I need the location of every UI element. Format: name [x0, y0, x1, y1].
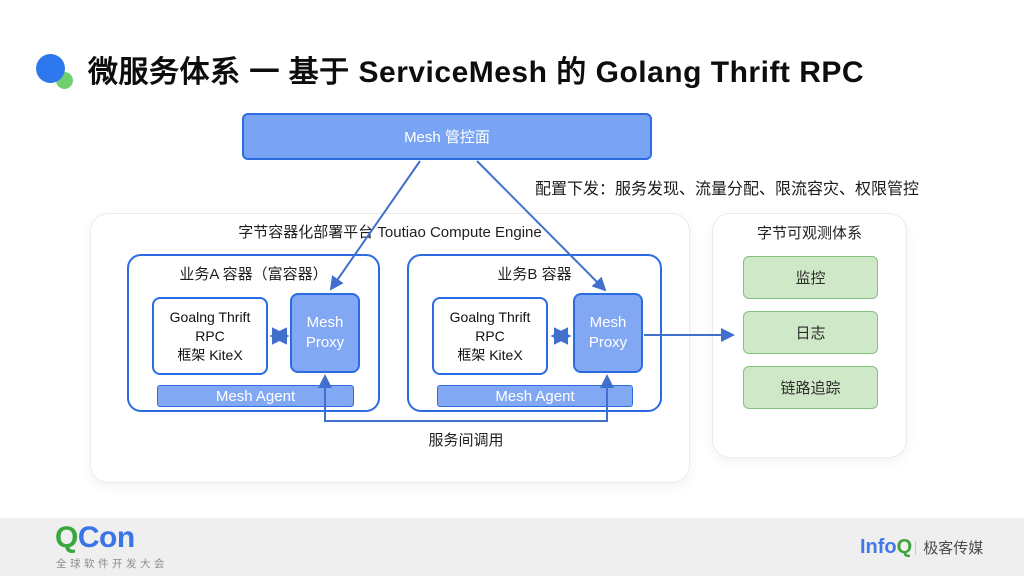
page-title: 微服务体系 一 基于 ServiceMesh 的 Golang Thrift R…: [88, 56, 865, 89]
observability-item-monitoring-label: 监控: [795, 270, 826, 287]
config-distribution-note: 配置下发：服务发现、流量分配、限流容灾、权限管控: [535, 181, 920, 198]
service-b-mesh-proxy-box: Mesh Proxy: [573, 293, 643, 373]
service-b-rpc-line-1: Goalng Thrift: [449, 308, 531, 325]
service-b-mesh-proxy-label: Mesh Proxy: [588, 314, 628, 351]
service-b-mesh-agent-bar: Mesh Agent: [437, 385, 633, 407]
service-a-mesh-agent-label: Mesh Agent: [215, 387, 296, 405]
title-bullet-blue-circle-icon: [36, 54, 65, 83]
footer-strip: [0, 518, 1024, 576]
observability-title: 字节可观测体系: [756, 225, 862, 242]
observability-item-tracing: 链路追踪: [743, 366, 878, 409]
service-a-rpc-line-1: Goalng Thrift: [169, 308, 251, 325]
service-a-rpc-line-3: 框架 KiteX: [177, 346, 243, 363]
service-a-title: 业务A 容器（富容器）: [179, 266, 328, 283]
qcon-logo-q: Q: [55, 521, 78, 554]
service-b-rpc-line-2: RPC: [475, 327, 505, 344]
compute-platform-title: 字节容器化部署平台 Toutiao Compute Engine: [238, 224, 542, 241]
observability-item-tracing-label: 链路追踪: [780, 380, 841, 397]
service-b-mesh-agent-label: Mesh Agent: [495, 387, 575, 405]
infoq-logo-info: Info: [860, 536, 897, 558]
infoq-media-label: 极客传媒: [923, 540, 984, 557]
observability-item-logging-label: 日志: [795, 325, 826, 342]
service-a-rpc-line-2: RPC: [195, 327, 225, 344]
mesh-control-plane-label: Mesh 管控面: [404, 129, 490, 146]
service-a-mesh-agent-bar: Mesh Agent: [157, 385, 354, 407]
qcon-subtitle: 全球软件开发大会: [56, 558, 168, 570]
service-b-rpc-box: Goalng Thrift RPC 框架 KiteX: [432, 297, 548, 375]
observability-item-logging: 日志: [743, 311, 878, 354]
infoq-logo-q: Q: [896, 536, 913, 558]
qcon-logo: QCon: [55, 521, 135, 555]
service-b-rpc-line-3: 框架 KiteX: [457, 346, 523, 363]
interservice-call-label: 服务间调用: [428, 432, 504, 449]
mesh-control-plane-box: Mesh 管控面: [242, 113, 652, 160]
service-a-mesh-proxy-box: Mesh Proxy: [290, 293, 360, 373]
service-b-title: 业务B 容器: [497, 266, 572, 283]
observability-item-monitoring: 监控: [743, 256, 878, 299]
infoq-divider: [915, 540, 917, 555]
qcon-logo-con: Con: [77, 521, 135, 554]
service-a-rpc-box: Goalng Thrift RPC 框架 KiteX: [152, 297, 268, 375]
service-a-mesh-proxy-label: Mesh Proxy: [305, 314, 345, 351]
